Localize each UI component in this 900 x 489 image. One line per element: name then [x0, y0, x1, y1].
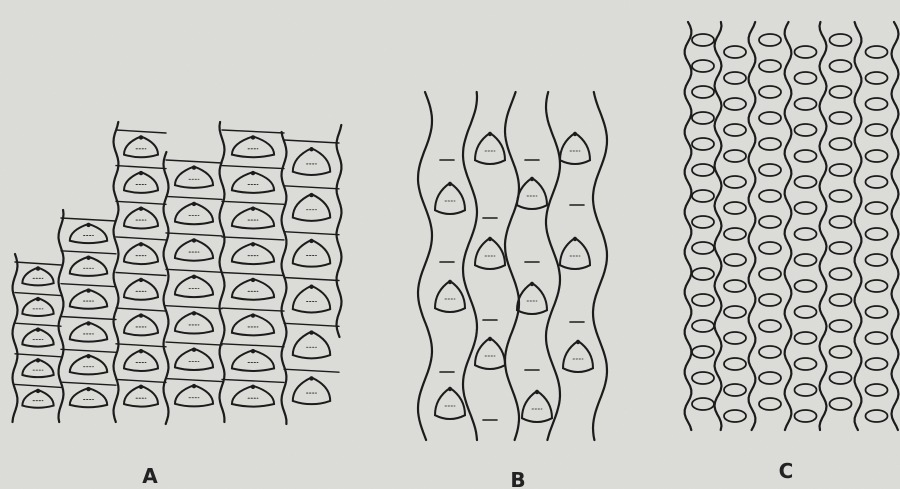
panel-a-nucleus-dot [309, 285, 313, 289]
panel-a-nucleus-dot [251, 349, 255, 353]
panel-a-nucleus-dot [309, 376, 313, 380]
panel-a-nucleus-dot [192, 384, 196, 388]
panel-a-nucleus-dot [139, 349, 143, 353]
panel-b-nucleus-dot [448, 387, 452, 391]
panel-a-nucleus-dot [192, 348, 196, 352]
panel-a-nucleus-dot [192, 311, 196, 315]
panel-b-nucleus-dot [488, 132, 492, 136]
panel-a-nucleus-dot [251, 313, 255, 317]
panel-a-nucleus-dot [251, 135, 255, 139]
panel-a-nucleus-dot [36, 389, 40, 393]
panel-b-nucleus-dot [573, 237, 577, 241]
panel-a-nucleus-dot [192, 165, 196, 169]
panel-b-nucleus-dot [576, 340, 580, 344]
panel-a-nucleus-dot [139, 242, 143, 246]
panel-a-nucleus-dot [251, 242, 255, 246]
panel-b-nucleus-dot [448, 280, 452, 284]
panel-a-nucleus-dot [36, 358, 40, 362]
panel-a-nucleus-dot [36, 297, 40, 301]
panel-a-label: A [142, 464, 158, 488]
panel-a-nucleus-dot [251, 206, 255, 210]
panel-a-nucleus-dot [309, 239, 313, 243]
panel-a-nucleus-dot [139, 206, 143, 210]
panel-a-nucleus-dot [86, 288, 90, 292]
panel-a-nucleus-dot [192, 202, 196, 206]
panel-a-nucleus-dot [139, 385, 143, 389]
panel-a-nucleus-dot [36, 266, 40, 270]
panel-a-nucleus-dot [86, 223, 90, 227]
panel-a-nucleus-dot [86, 354, 90, 358]
panel-a-nucleus-dot [192, 238, 196, 242]
panel-b-nucleus-dot [488, 337, 492, 341]
panel-a-nucleus-dot [251, 171, 255, 175]
panel-b-nucleus-dot [573, 132, 577, 136]
panel-a-nucleus-dot [192, 275, 196, 279]
panel-a-nucleus-dot [309, 193, 313, 197]
panel-b-nucleus-dot [530, 282, 534, 286]
panel-b-nucleus-dot [448, 182, 452, 186]
panel-a-nucleus-dot [86, 256, 90, 260]
panel-a-nucleus-dot [309, 147, 313, 151]
panel-a-nucleus-dot [86, 387, 90, 391]
panel-a-nucleus-dot [139, 278, 143, 282]
panel-a-nucleus-dot [139, 171, 143, 175]
panel-a-nucleus-dot [36, 328, 40, 332]
panel-c-label: C [779, 459, 794, 483]
panel-b-nucleus-dot [535, 390, 539, 394]
panel-a-nucleus-dot [86, 321, 90, 325]
panel-b-nucleus-dot [530, 177, 534, 181]
panel-b-label: B [510, 468, 525, 489]
panel-a-nucleus-dot [309, 330, 313, 334]
panel-b-nucleus-dot [488, 237, 492, 241]
panel-a-nucleus-dot [251, 278, 255, 282]
panel-a-nucleus-dot [139, 313, 143, 317]
panel-a-nucleus-dot [139, 135, 143, 139]
panel-a-nucleus-dot [251, 385, 255, 389]
